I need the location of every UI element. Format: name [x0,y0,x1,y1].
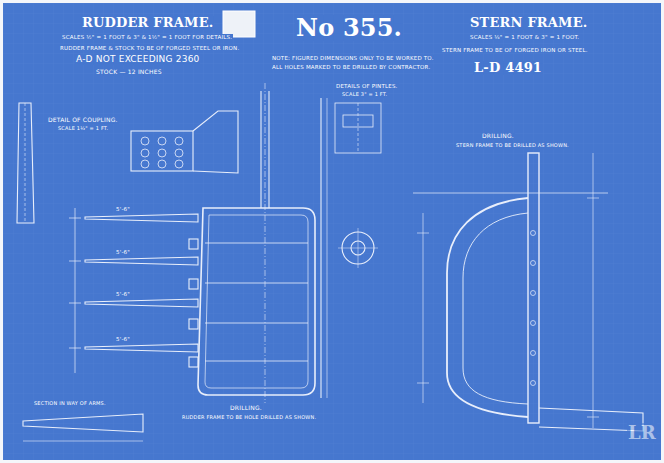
dimension: 5'-6" [115,206,131,212]
dimension: 5'-6" [115,291,131,297]
note: STERN FRAME TO BE OF FORGED IRON OR STEE… [441,47,589,53]
note: RUDDER FRAME & STOCK TO BE OF FORGED STE… [59,45,240,51]
detail-title: SECTION IN WAY OF ARMS. [33,401,107,407]
note: NOTE: FIGURED DIMENSIONS ONLY TO BE WORK… [271,55,435,61]
spec: STOCK — 12 INCHES [95,69,163,76]
dimension: 5'-6" [115,249,131,255]
scale-note: SCALE 3" = 1 FT. [341,92,388,98]
note: SCALES ½" = 1 FOOT & 3" & 1½" = 1 FOOT F… [61,34,233,40]
watermark: LR [627,423,657,443]
detail-title: DETAIL OF COUPLING. [47,117,119,124]
scale-note: SCALE 1½" = 1 FT. [57,126,109,132]
blueprint-sheet: No 355. RUDDER FRAME. SCALES ½" = 1 FOOT &… [3,3,661,460]
detail-title: DRILLING. [481,133,515,140]
note: RUDDER FRAME TO BE HOLE DRILLED AS SHOWN… [181,415,317,421]
heading: STERN FRAME. [469,16,589,30]
dimension: 5'-6" [115,336,131,342]
spec: A-D NOT EXCEEDING 2360 [75,55,200,65]
spec: L-D 4491 [473,61,543,75]
detail-title: DRILLING. [229,405,263,412]
heading: RUDDER FRAME. [81,16,214,30]
detail-title: DETAILS OF PINTLES. [335,83,399,89]
note: STERN FRAME TO BE DRILLED AS SHOWN. [455,143,570,149]
drawing-number: No 355. [295,15,403,41]
note: SCALES ¼" = 1 FOOT & 3" = 1 FOOT. [469,34,580,40]
note: ALL HOLES MARKED TO BE DRILLED BY CONTRA… [271,64,431,70]
